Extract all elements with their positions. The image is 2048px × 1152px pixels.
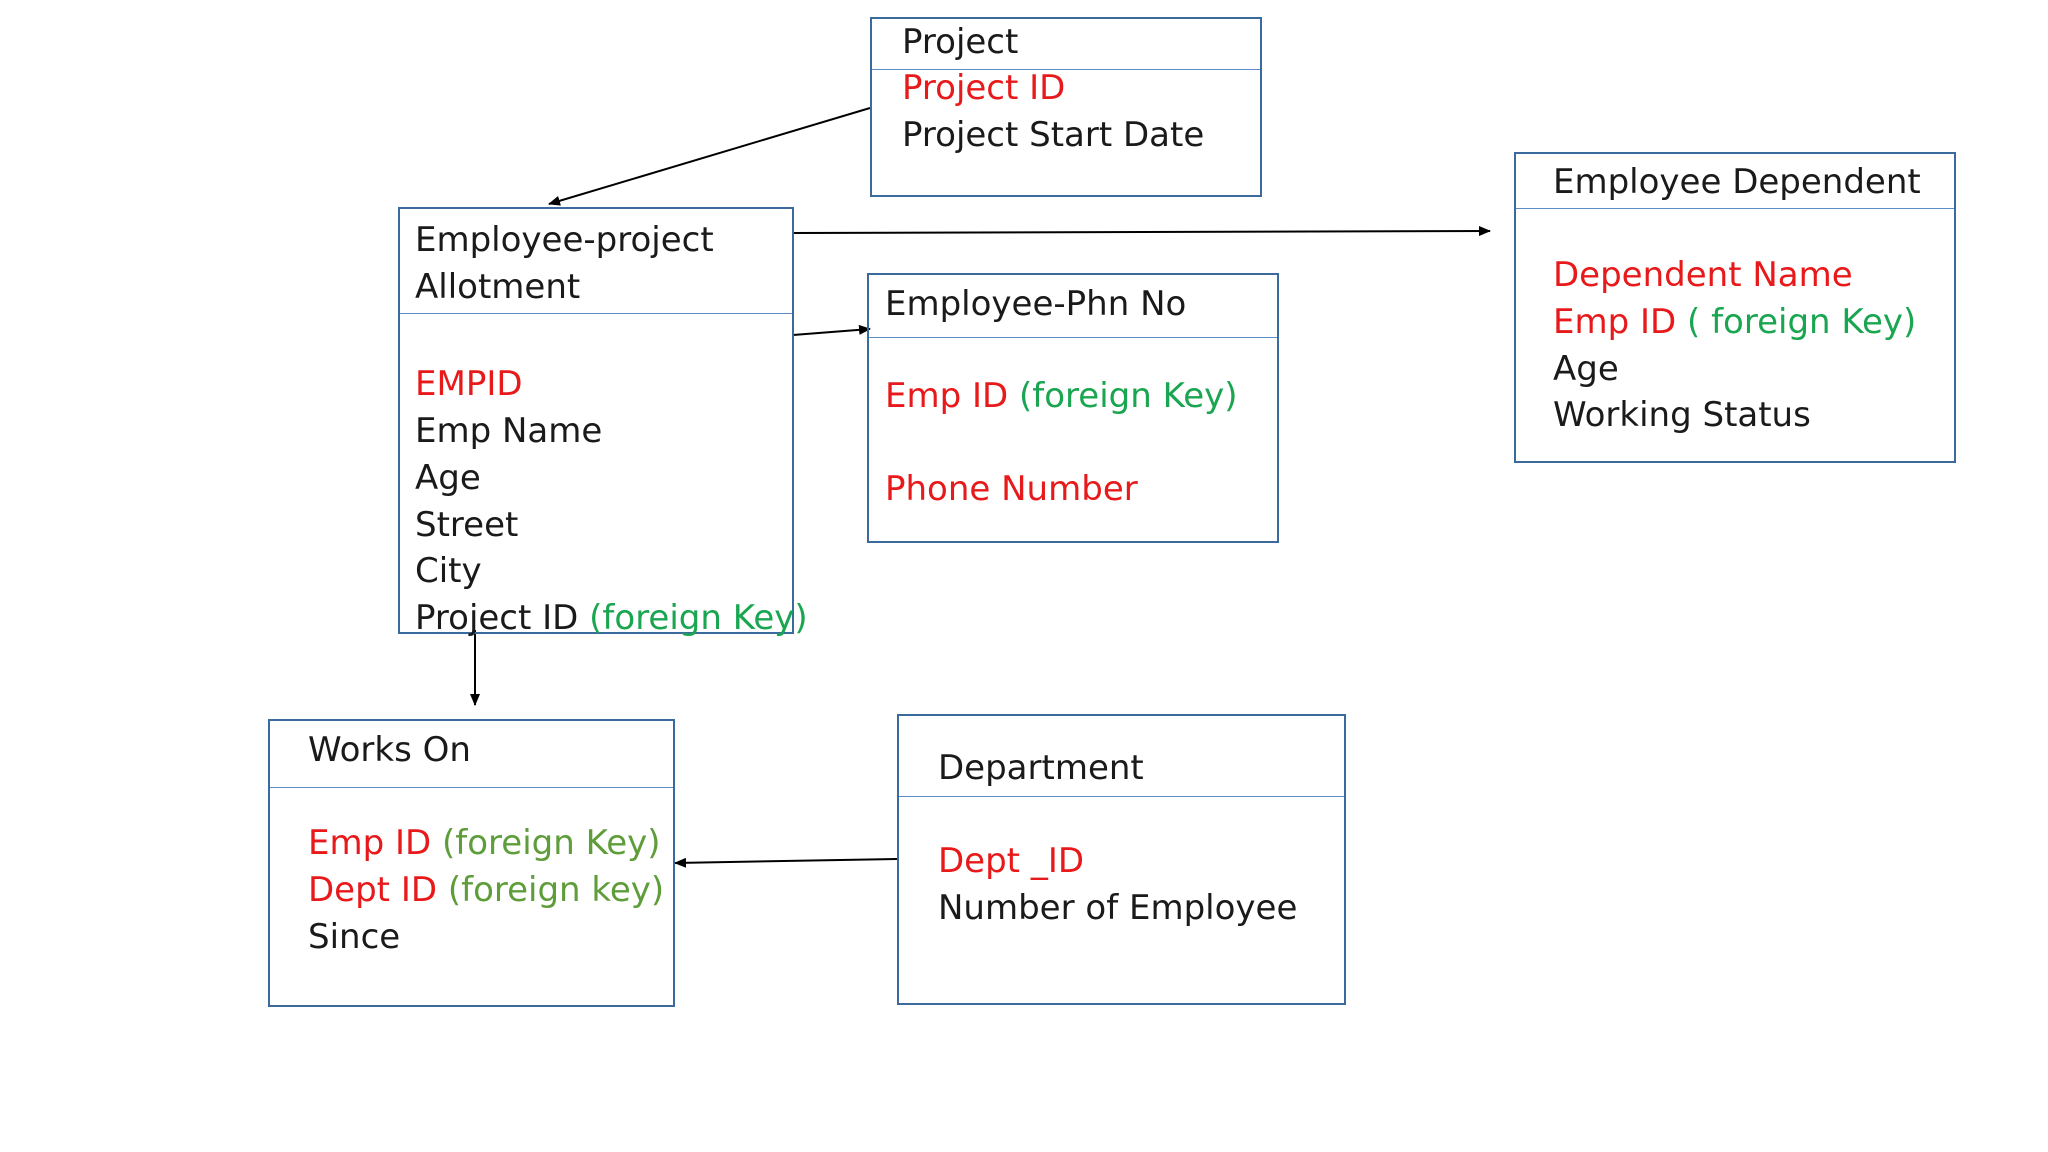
attr-dependent-name: Dependent Name bbox=[1553, 255, 1853, 295]
attr-emp-id-label: Emp ID bbox=[885, 376, 1009, 416]
foreign-key-note: (foreign Key) bbox=[589, 598, 808, 638]
entity-divider bbox=[872, 69, 1260, 70]
entity-divider bbox=[400, 313, 792, 314]
entity-title-line2: Allotment bbox=[415, 267, 581, 307]
entity-employee-project: Employee-project Allotment EMPID Emp Nam… bbox=[398, 207, 808, 638]
entity-divider bbox=[270, 787, 673, 788]
attr-dept-id: Dept _ID bbox=[938, 841, 1085, 881]
attr-dept-id-label: Dept ID bbox=[308, 870, 438, 910]
attr-emp-id-fk: Emp ID ( foreign Key) bbox=[1553, 302, 1916, 342]
entity-title: Works On bbox=[308, 730, 471, 770]
attr-emp-id-fk: Emp ID (foreign Key) bbox=[308, 823, 661, 863]
attr-project-id-label: Project ID bbox=[415, 598, 579, 638]
entity-title: Department bbox=[938, 748, 1144, 788]
entity-title-line1: Employee-project bbox=[415, 220, 714, 260]
arrow-employee-project-to-phone bbox=[792, 324, 871, 336]
arrow-department-to-works-on bbox=[674, 857, 898, 868]
attr-project-start-date: Project Start Date bbox=[902, 115, 1205, 155]
entity-employee-phone: Employee-Phn No Emp ID (foreign Key) Pho… bbox=[867, 273, 1279, 543]
attr-since: Since bbox=[308, 917, 401, 957]
foreign-key-note: (foreign Key) bbox=[442, 823, 661, 863]
attr-working-status: Working Status bbox=[1553, 395, 1811, 435]
attr-emp-id-label: Emp ID bbox=[1553, 302, 1677, 342]
entity-divider bbox=[1516, 208, 1954, 209]
entity-title: Employee Dependent bbox=[1553, 162, 1921, 202]
attr-emp-name: Emp Name bbox=[415, 411, 603, 451]
attr-emp-id-fk: Emp ID (foreign Key) bbox=[885, 376, 1238, 416]
arrow-project-to-employee-project bbox=[548, 107, 871, 206]
attr-emp-id-label: Emp ID bbox=[308, 823, 432, 863]
attr-street: Street bbox=[415, 505, 519, 545]
attr-age: Age bbox=[1553, 349, 1619, 389]
entity-divider bbox=[899, 796, 1344, 797]
entity-employee-dependent: Employee Dependent Dependent Name Emp ID… bbox=[1514, 152, 1956, 463]
attr-number-of-employee: Number of Employee bbox=[938, 888, 1298, 928]
attr-project-id-fk: Project ID (foreign Key) bbox=[415, 598, 808, 638]
attr-project-id: Project ID bbox=[902, 68, 1066, 108]
foreign-key-note: ( foreign Key) bbox=[1687, 302, 1917, 342]
entity-department: Department Dept _ID Number of Employee bbox=[897, 714, 1346, 1005]
attr-age: Age bbox=[415, 458, 481, 498]
attr-dept-id-fk: Dept ID (foreign key) bbox=[308, 870, 664, 910]
foreign-key-note: (foreign Key) bbox=[1019, 376, 1238, 416]
entity-title: Employee-Phn No bbox=[885, 284, 1187, 324]
entity-works-on: Works On Emp ID (foreign Key) Dept ID (f… bbox=[268, 719, 675, 1007]
attr-city: City bbox=[415, 551, 482, 591]
entity-title: Project bbox=[902, 22, 1019, 62]
arrow-employee-project-to-dependent bbox=[792, 226, 1491, 237]
foreign-key-note: (foreign key) bbox=[447, 870, 665, 910]
entity-divider bbox=[869, 337, 1277, 338]
attr-empid: EMPID bbox=[415, 364, 523, 404]
entity-project: Project Project ID Project Start Date bbox=[870, 17, 1262, 197]
attr-phone-number: Phone Number bbox=[885, 469, 1138, 509]
